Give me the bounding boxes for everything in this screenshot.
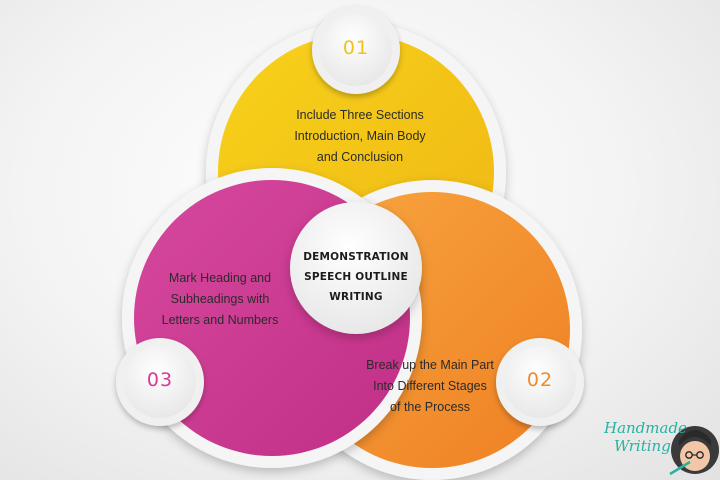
step-3-line-2: Subheadings with xyxy=(170,292,270,306)
step-1-line-2: Introduction, Main Body xyxy=(294,129,426,143)
step-1-number: 01 xyxy=(342,37,370,59)
brand-logo: Handmade Writing xyxy=(602,414,720,474)
center-circle xyxy=(290,202,422,334)
step-1-line-1: Include Three Sections xyxy=(296,108,424,122)
brand-logo-word-2: Writing xyxy=(614,437,671,455)
step-3-line-3: Letters and Numbers xyxy=(161,313,279,327)
step-3-number: 03 xyxy=(146,369,174,391)
brand-logo-word-1: Handmade xyxy=(604,419,687,437)
step-1-line-3: and Conclusion xyxy=(316,150,404,164)
step-2-line-2: Into Different Stages xyxy=(373,379,487,393)
step-2-number: 02 xyxy=(526,369,554,391)
badge-01 xyxy=(312,6,400,94)
badge-02 xyxy=(496,338,584,426)
step-2-text: Break up the Main Part Into Different St… xyxy=(340,355,520,418)
center-title-line-3: WRITING xyxy=(329,291,383,303)
brand-avatar-icon xyxy=(669,426,719,476)
step-3-line-1: Mark Heading and xyxy=(168,271,272,285)
center-title: DEMONSTRATION SPEECH OUTLINE WRITING xyxy=(292,247,420,307)
step-3-text: Mark Heading and Subheadings with Letter… xyxy=(130,268,310,331)
step-2-line-1: Break up the Main Part xyxy=(366,358,494,372)
center-title-line-2: SPEECH OUTLINE xyxy=(304,271,408,283)
step-1-text: Include Three Sections Introduction, Mai… xyxy=(270,105,450,168)
step-2-line-3: of the Process xyxy=(390,400,470,414)
center-title-line-1: DEMONSTRATION xyxy=(303,251,409,263)
badge-03 xyxy=(116,338,204,426)
